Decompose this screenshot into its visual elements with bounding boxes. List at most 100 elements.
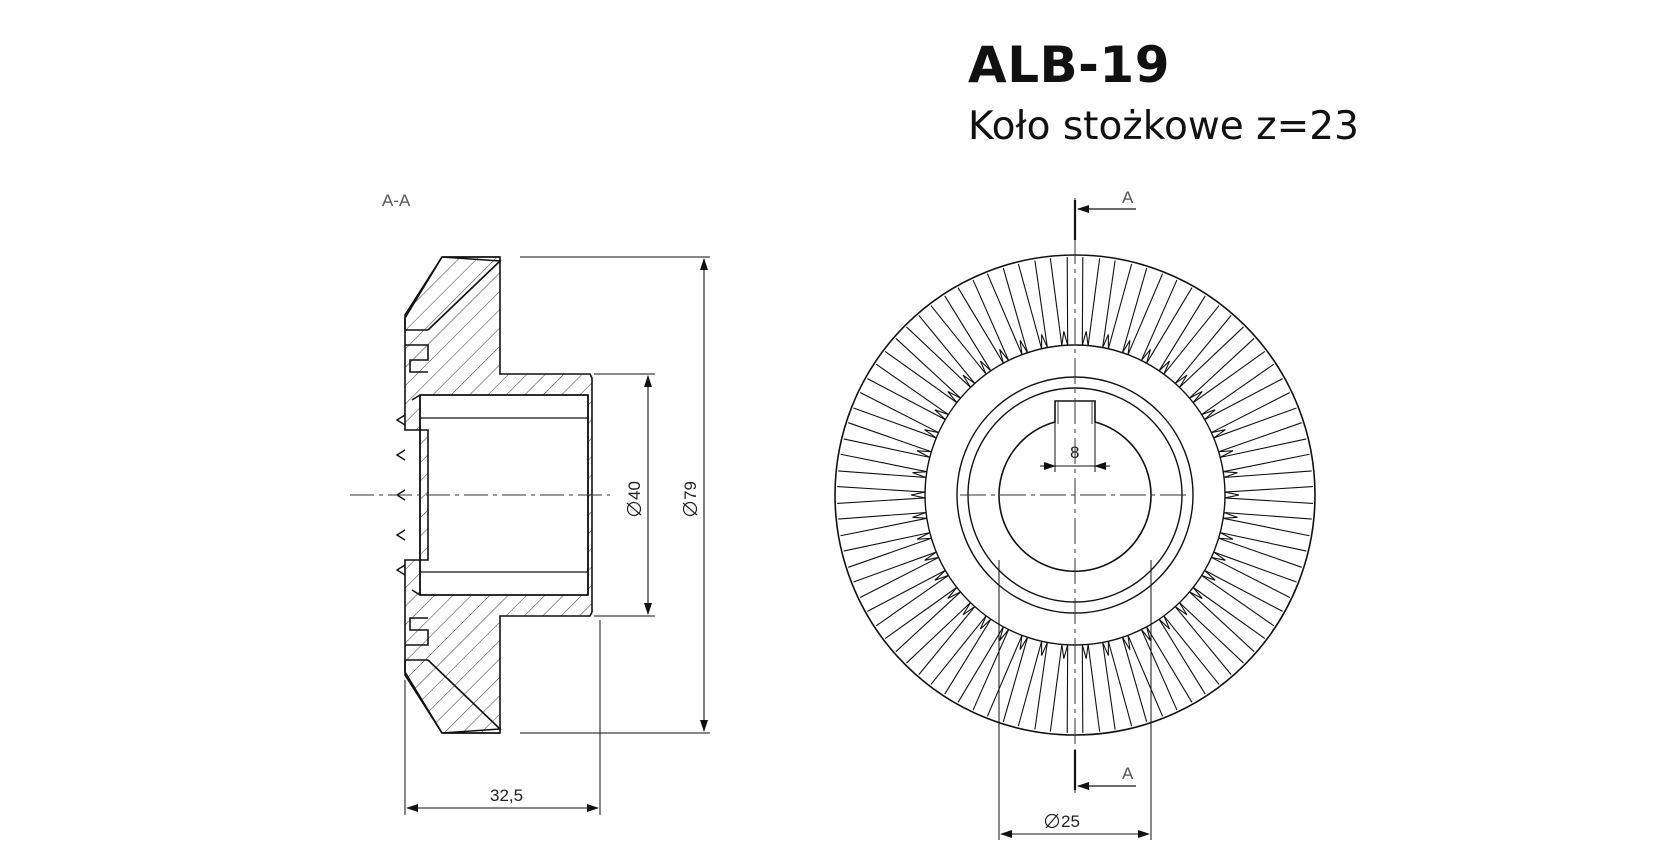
tooth-flank [1127, 635, 1164, 717]
tooth-root-cap [1061, 644, 1069, 659]
tooth-root-cap [910, 491, 926, 499]
section-view: A-A 40 [350, 191, 710, 815]
tooth-root-cap [1223, 512, 1238, 519]
tooth-flank [972, 279, 1010, 361]
gear-teeth [837, 257, 1313, 733]
tooth-flank [1107, 263, 1133, 349]
tooth-flank [1127, 273, 1164, 355]
tooth-flank [972, 629, 1010, 711]
tooth-flank [1189, 591, 1255, 653]
tooth-flank [944, 295, 992, 372]
tooth-root-cap [1019, 635, 1029, 650]
tooth-flank [1204, 569, 1283, 612]
tooth-flank [848, 422, 932, 453]
dim-length-text: 32,5 [490, 786, 523, 805]
tooth-flank [875, 574, 949, 627]
tooth-root-cap [1102, 641, 1109, 656]
tooth-tip-spike [395, 564, 406, 576]
tooth-flank [1140, 279, 1178, 361]
tooth-root-cap [1174, 374, 1188, 388]
tooth-flank [1224, 486, 1313, 493]
tooth-flank [859, 391, 939, 434]
tooth-root-cap [1174, 602, 1188, 616]
tooth-flank [843, 532, 930, 552]
tooth-flank [1192, 351, 1266, 404]
tooth-root-cap [1218, 532, 1234, 540]
tooth-flank [1087, 644, 1101, 732]
tooth-flank [1224, 497, 1313, 504]
cut-mark-top: A [1122, 188, 1134, 207]
tooth-root-cap [947, 587, 961, 599]
tooth-root-cap [979, 360, 992, 375]
tooth-root-cap [934, 570, 949, 581]
dim-bore-group: 40 [625, 481, 644, 517]
tooth-flank [1158, 618, 1206, 695]
section-label: A-A [382, 191, 411, 210]
tooth-flank [1174, 315, 1232, 384]
tooth-root-cap [1223, 471, 1238, 478]
tooth-root-cap [979, 615, 992, 630]
tooth-flank [1220, 532, 1307, 552]
tooth-flank [1213, 407, 1297, 439]
tooth-flank [1107, 641, 1133, 727]
tooth-flank [859, 556, 939, 599]
tooth-flank [1218, 422, 1302, 453]
tooth-flank [1034, 642, 1048, 730]
tooth-flank [867, 569, 946, 612]
tooth-flank [986, 273, 1023, 355]
dim-key-text: 8 [1070, 443, 1079, 462]
tooth-flank [1002, 637, 1029, 723]
tooth-flank [1121, 637, 1148, 723]
tooth-flank [1049, 644, 1063, 732]
tooth-flank [1223, 453, 1310, 473]
dim-od-text: 79 [681, 481, 700, 500]
keyway-inner-lines [1057, 402, 1093, 424]
tooth-flank [1002, 267, 1029, 353]
tooth-flank [918, 315, 976, 384]
tooth-flank [838, 470, 927, 479]
part-name: Koło stożkowe z=23 [968, 104, 1359, 149]
tooth-profile-bottom [404, 617, 502, 734]
tooth-root-cap [916, 532, 932, 540]
tooth-flank [837, 497, 926, 504]
tooth-flank [1174, 606, 1232, 675]
tooth-flank [1017, 263, 1043, 349]
tooth-flank [1211, 391, 1291, 434]
tooth-flank [1192, 586, 1266, 639]
tooth-flank [1213, 551, 1297, 583]
tooth-flank [843, 438, 930, 458]
tooth-flank [1140, 629, 1178, 711]
tooth-flank [867, 378, 946, 421]
tooth-root-cap [1019, 340, 1029, 355]
tooth-root-cap [1158, 615, 1171, 630]
tooth-flank [957, 626, 1004, 703]
tooth-flank [957, 287, 1004, 364]
dim-bore-text: 40 [625, 481, 644, 500]
tooth-flank [884, 586, 958, 639]
tooth-flank [1201, 574, 1275, 627]
tooth-flank [930, 615, 987, 685]
tooth-flank [1220, 438, 1307, 458]
tooth-flank [1179, 326, 1244, 388]
tooth-flank [848, 537, 932, 568]
tooth-root-cap [924, 551, 939, 561]
tooth-flank [1179, 602, 1244, 664]
tooth-flank [918, 606, 976, 675]
tooth-root-cap [1041, 641, 1048, 656]
tooth-root-cap [912, 471, 927, 478]
tooth-flank [1201, 363, 1275, 416]
tooth-flank [1087, 258, 1101, 346]
tooth-flank [838, 511, 927, 520]
tooth-root-cap [1081, 331, 1089, 346]
tooth-flank [1146, 287, 1193, 364]
tooth-root-cap [1121, 340, 1131, 355]
tooth-root-cap [1140, 349, 1151, 364]
dim-od-group: 79 [681, 481, 700, 517]
tooth-flank [1102, 260, 1116, 348]
tooth-flank [853, 407, 937, 439]
tooth-root-cap [1121, 635, 1131, 650]
tooth-flank [1102, 642, 1116, 730]
tooth-tips [395, 414, 406, 576]
tooth-root-cap [1061, 331, 1069, 346]
tooth-root-cap [934, 409, 949, 420]
